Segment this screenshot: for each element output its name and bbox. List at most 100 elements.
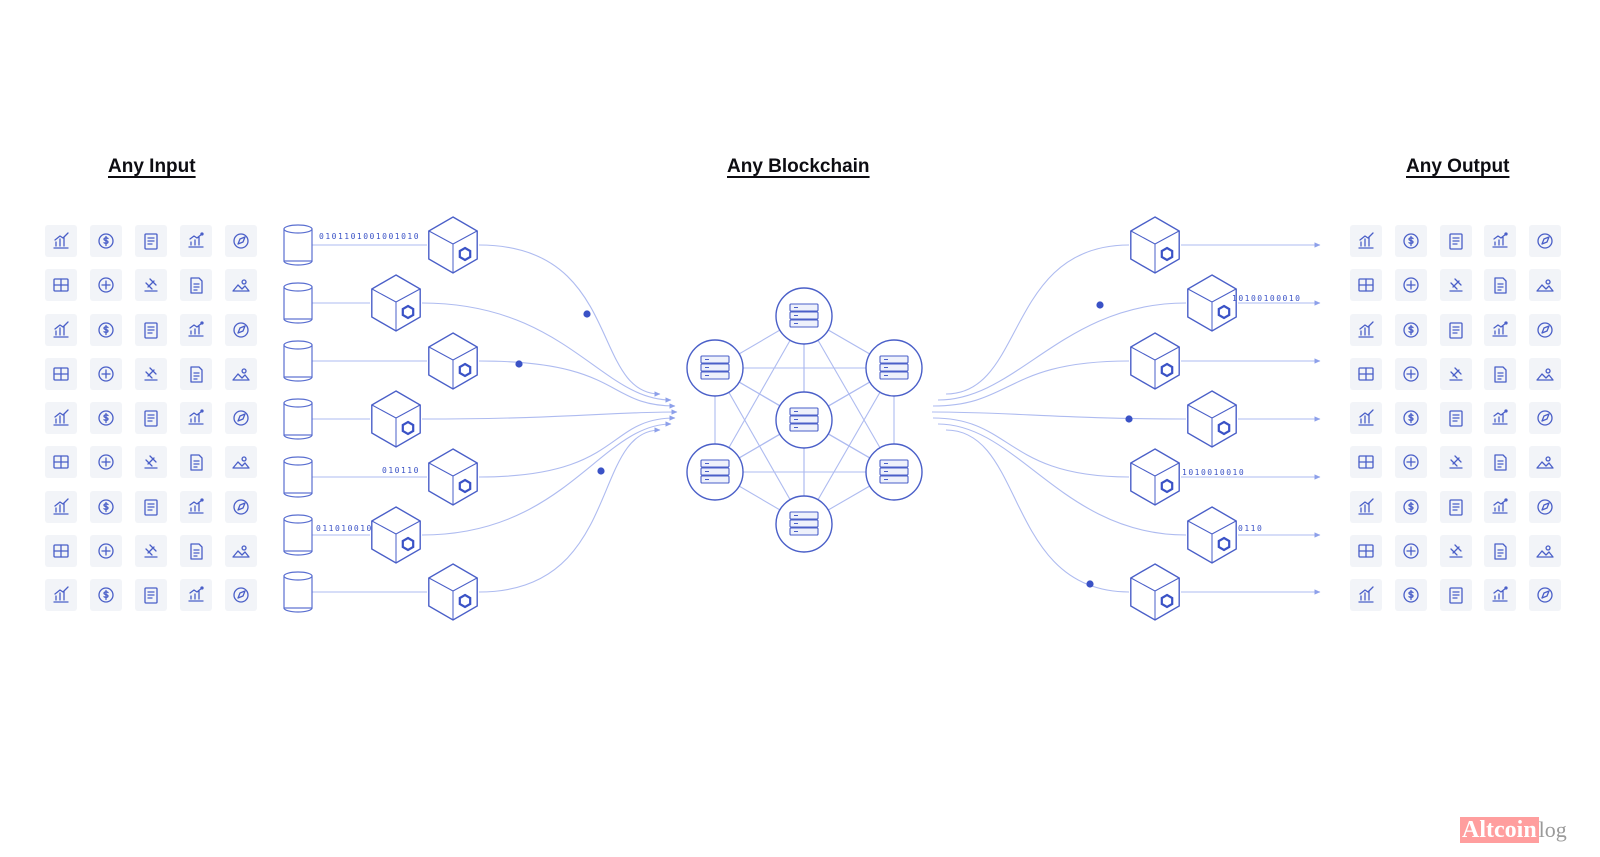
inventory-icon [135,313,167,346]
input-route-line-2 [421,302,672,403]
stethoscope-icon [225,446,257,479]
fish-icon [45,490,77,523]
input-oracle-node-7 [428,563,478,621]
brain-idea-icon [45,579,77,611]
user-card-icon [225,579,257,611]
any-blockchain-heading: Any Blockchain [727,156,870,177]
dollar-icon [1439,225,1472,257]
input-route-line-1 [478,244,661,397]
settings-gears-icon [1439,446,1472,479]
globe-vehicle-icon [45,357,77,390]
hard-drive-icon [1439,579,1472,611]
blockchain-node-3 [865,339,923,397]
coin-icon [1484,446,1517,479]
tower-icon [1529,534,1561,567]
globe-bank-icon [1484,357,1517,390]
weather-crop-icon [225,490,257,523]
output-oracle-node-3 [1130,332,1180,390]
input-database-1 [283,224,313,266]
cloud-lock-icon [1350,357,1382,390]
shopping-cart-icon [180,357,212,390]
watermark-brand: Altcoin [1460,817,1539,843]
browser-code-icon [90,579,122,611]
crypto-wallet-icon [90,446,122,479]
server-stack-icon [180,579,212,611]
dollar-coins-icon [90,225,122,257]
input-oracle-node-4 [371,390,421,448]
factory-icon [225,534,257,567]
input-database-2 [283,282,313,324]
input-database-3 [283,340,313,382]
building-icon [180,402,212,434]
input-route-line-4 [421,409,678,420]
soccer-ball-icon [135,490,167,523]
football-icon [180,446,212,479]
input-database-7 [283,571,313,613]
globe-icon [1484,313,1517,346]
blockchain-node-6 [865,443,923,501]
checked-card-icon [1394,269,1427,302]
government-building-icon [1484,225,1517,257]
database-sync-icon [180,490,212,523]
data-packet-dot-4 [1096,301,1104,309]
any-input-heading: Any Input [108,156,196,177]
smart-contract-icon [1350,446,1382,479]
landscape-icon [225,269,257,302]
binary-code-icon [135,357,167,390]
input-route-line-7 [478,427,661,593]
blockchain-node-2 [686,339,744,397]
input-oracle-node-2 [371,274,421,332]
blockchain-node-5 [686,443,744,501]
output-route-line-4 [931,411,1187,420]
solar-panel-icon [45,269,77,302]
output-binary-label-3: 0110 [1238,524,1263,533]
currency-exchange-icon [90,402,122,434]
map-location-icon [45,534,77,567]
yen-icon [1394,534,1427,567]
tether-icon [1439,402,1472,434]
ethereum-icon [1439,269,1472,302]
input-database-6 [283,514,313,556]
output-route-line-7 [945,429,1130,593]
wallet-icon [1484,402,1517,434]
output-route-line-6 [937,423,1187,536]
blockchain-node-7 [775,495,833,553]
input-database-5 [283,456,313,498]
output-route-line-2 [937,302,1187,401]
cubes-icon [1394,446,1427,479]
terminal-icon [1484,269,1517,302]
data-packet-dot-5 [1125,415,1133,423]
input-route-line-6 [421,421,672,536]
warehouse-icon [225,357,257,390]
monitor-upload-icon [135,534,167,567]
storage-drive-icon [1439,534,1472,567]
input-route-line-3 [478,360,676,409]
output-oracle-node-2 [1187,274,1237,332]
monitor-check-icon [1350,490,1382,523]
telescope-icon [90,357,122,390]
input-oracle-node-6 [371,506,421,564]
cloud-server-icon [1529,225,1561,257]
bar-chart-icon [45,225,77,257]
data-packet-dot-3 [597,467,605,475]
bitcoin-icon [1394,357,1427,390]
output-oracle-node-1 [1130,216,1180,274]
wind-turbine-icon [135,402,167,434]
oil-rig-icon [180,534,212,567]
pound-icon [1484,490,1517,523]
satellite-dish-icon [1394,313,1427,346]
bitcoin-hand-icon [90,534,122,567]
document-share-icon [1529,490,1561,523]
thermometer-icon [45,313,77,346]
blockchain-node-1 [775,287,833,345]
watermark-suffix: log [1538,817,1567,842]
input-oracle-node-1 [428,216,478,274]
bank-icon [1529,269,1561,302]
microchip-icon [1350,534,1382,567]
payment-hand-icon [1350,313,1382,346]
input-database-4 [283,398,313,440]
globe-dollar-icon [1394,579,1427,611]
car-icon [90,269,122,302]
atom-icon [90,490,122,523]
